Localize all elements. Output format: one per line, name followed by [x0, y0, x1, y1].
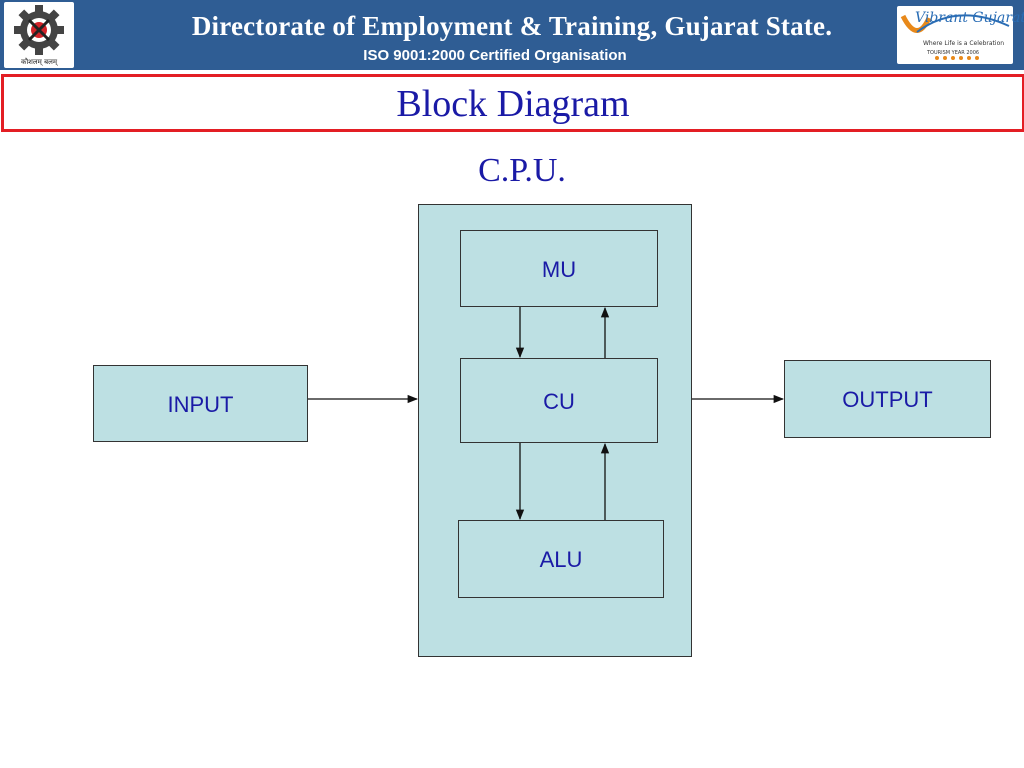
logo-caption: कौशलम् बलम् [20, 58, 58, 66]
cpu-label: C.P.U. [478, 152, 566, 189]
output-block: OUTPUT [784, 360, 991, 438]
cu-block: CU [460, 358, 658, 443]
alu-block: ALU [458, 520, 664, 598]
slide-title: Block Diagram [396, 83, 630, 125]
logo-brand-name: Vibrant Gujarat [915, 10, 1024, 26]
mu-block: MU [460, 230, 658, 307]
header-banner: कौशलम् बलम् Directorate of Employment & … [0, 0, 1024, 70]
title-bar: Block Diagram [1, 74, 1024, 132]
swoosh-icon [900, 14, 1010, 60]
header-subtitle: ISO 9001:2000 Certified Organisation [363, 47, 627, 64]
input-block: INPUT [93, 365, 308, 442]
logo-year: TOURISM YEAR 2006 [927, 50, 980, 56]
header-title: Directorate of Employment & Training, Gu… [191, 11, 833, 41]
vibrant-gujarat-logo: Vibrant Gujarat Where Life is a Celebrat… [897, 6, 1024, 64]
gear-emblem-icon [14, 5, 64, 55]
logo-tagline: Where Life is a Celebration [923, 40, 1005, 47]
directorate-logo: कौशलम् बलम् [4, 2, 74, 68]
